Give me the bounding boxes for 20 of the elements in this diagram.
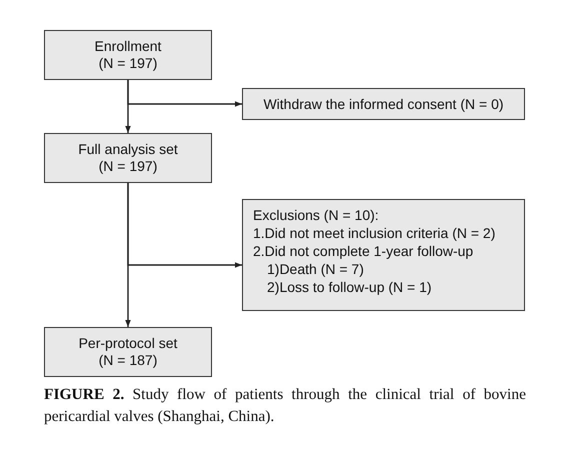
process-box — [44, 133, 212, 183]
box-text: (N = 187) — [98, 352, 158, 369]
box-text: 2.Did not complete 1-year follow-up — [253, 243, 474, 260]
box-text: 2)Loss to follow-up (N = 1) — [266, 279, 433, 296]
box-text: (N = 197) — [98, 158, 158, 175]
note-box — [242, 199, 525, 311]
figure-caption: FIGURE 2. Study flow of patients through the clinical trial of bovine pericardial valves (Shanghai, China). — [44, 385, 526, 427]
process-box — [44, 30, 212, 80]
box-text: 1)Death (N = 7) — [266, 261, 365, 278]
box-heading: Full analysis set — [78, 141, 178, 158]
box-heading: Exclusions (N = 10): — [253, 207, 380, 224]
box-heading: Enrollment — [94, 38, 162, 55]
box-heading: Withdraw the informed consent (N = 0) — [263, 96, 504, 112]
arrow — [127, 80, 242, 107]
box-text: (N = 197) — [98, 55, 158, 72]
box-heading: Per-protocol set — [78, 335, 178, 352]
arrow — [127, 183, 242, 268]
process-box — [44, 327, 212, 377]
box-text: 1.Did not meet inclusion criteria (N = 2) — [253, 225, 496, 242]
process-box — [242, 88, 525, 120]
